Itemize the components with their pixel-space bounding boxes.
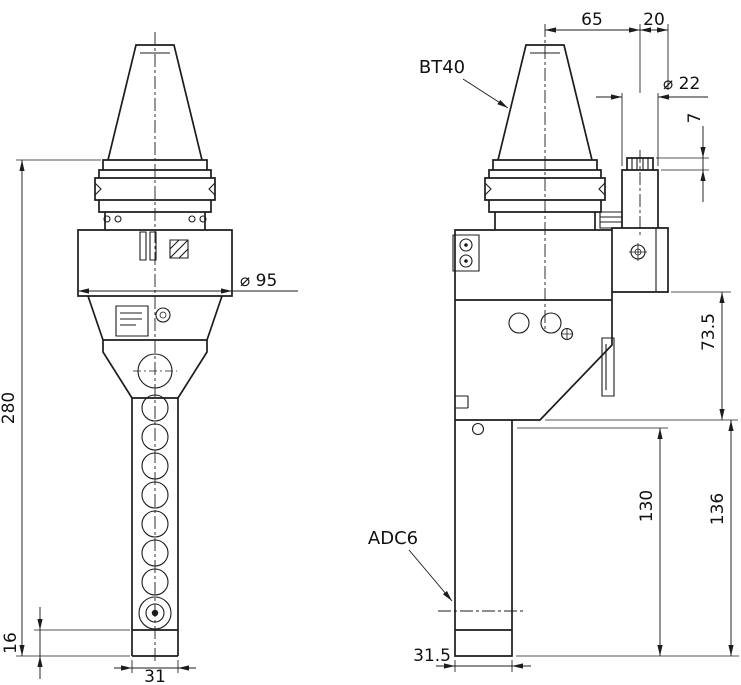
dim-nose-height-value: 16 [1,632,21,654]
dim-spindle-offset-value: 65 [581,10,603,30]
dim-body-diameter: ⌀ 95 [78,271,298,294]
dim-spindle-offset: 65 [545,10,641,93]
output-spindle-face [138,596,172,630]
dim-body-to-flat-value: 73.5 [699,313,719,351]
dim-cap-step-value: 7 [685,113,705,124]
nameplate-logo [155,307,171,323]
label-adc6: ADC6 [368,528,453,602]
side-outline [454,44,669,657]
dim-arm-length: 130 [517,427,668,656]
bt40-leader [462,78,509,109]
dim-nose-width-value: 31.5 [413,646,451,666]
dim-flat-to-tip-value: 136 [708,493,728,525]
front-view: 280 16 31 ⌀ 95 [0,32,298,685]
dim-cap-offset: 20 [640,10,669,90]
dim-cap-diameter-value: ⌀ 22 [663,74,700,94]
side-body-holes [459,238,574,436]
dim-flat-to-tip: 136 [516,420,739,657]
label-adc6-text: ADC6 [368,528,418,549]
dim-body-to-flat: 73.5 [545,291,738,421]
dim-arm-length-value: 130 [637,490,657,522]
front-flange-screws [103,215,207,223]
dim-nose-height: 16 [1,607,130,679]
dim-overall-height-value: 280 [0,392,19,424]
front-outline [77,44,233,657]
side-view: BT40 ADC6 65 20 ⌀ 22 [368,10,739,672]
dim-overall-height: 280 [0,159,130,657]
front-details [94,52,216,337]
dim-nose-width: 31.5 [413,646,531,672]
front-arm-holes [133,353,177,596]
adc6-leader [408,549,453,602]
dim-body-diameter-value: ⌀ 95 [240,271,277,291]
dim-cap-step: 7 [656,113,709,202]
label-bt40-text: BT40 [419,57,465,78]
dim-cap-offset-value: 20 [643,10,665,30]
label-bt40: BT40 [419,57,509,109]
dim-arm-width-value: 31 [144,667,166,685]
side-module-screw [629,243,647,261]
side-details [452,52,657,409]
dim-cap-diameter: ⌀ 22 [596,74,708,166]
dim-arm-width: 31 [114,660,196,685]
